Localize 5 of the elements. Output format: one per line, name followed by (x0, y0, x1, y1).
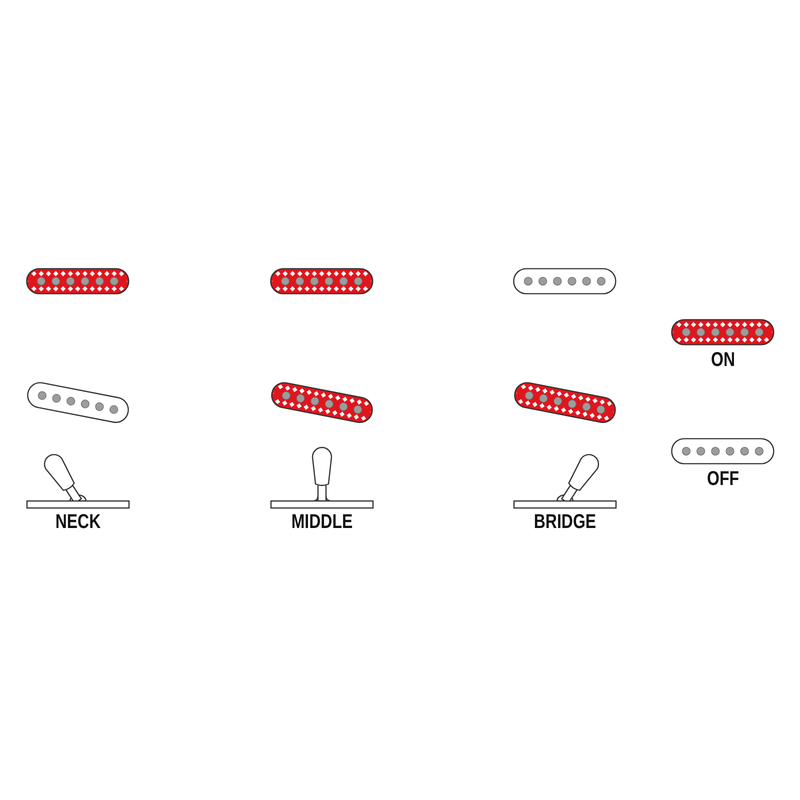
legend-label: ON (711, 350, 735, 370)
switch-position-label: NECK (54, 512, 100, 532)
switch-position-label: MIDDLE (290, 512, 352, 532)
legend-label: OFF (707, 469, 739, 489)
switch-position-label: BRIDGE (533, 512, 596, 532)
